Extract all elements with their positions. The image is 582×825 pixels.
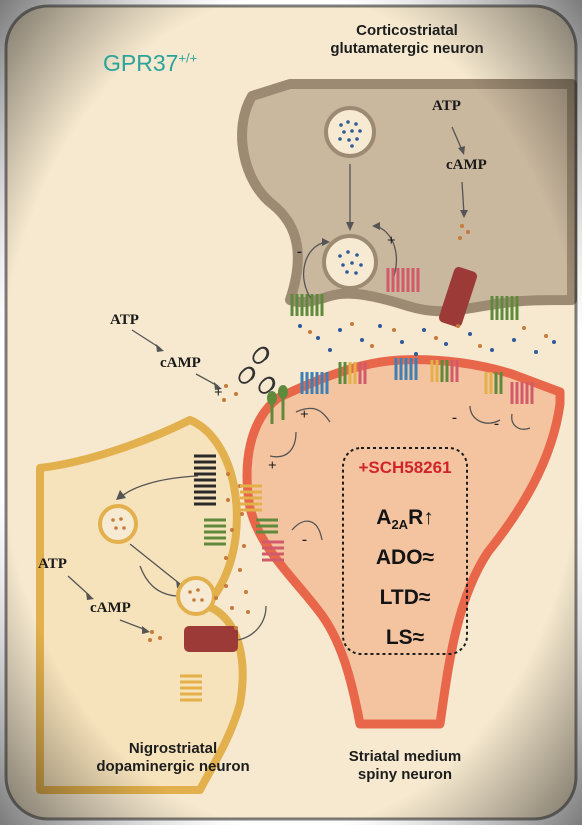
- nigrostriatal-label: Nigrostriatal dopaminergic neuron: [78, 740, 268, 777]
- sign-plus-top: +: [387, 233, 396, 250]
- sign-minus-top: -: [297, 244, 302, 261]
- vesicle-left-1: [100, 506, 136, 542]
- ltd-result: LTD≈: [346, 586, 464, 610]
- top-camp: cAMP: [446, 157, 487, 174]
- bottom-atp: ATP: [38, 556, 67, 573]
- sign-minus-msn: -: [302, 532, 307, 549]
- sign-plus-left: +: [214, 385, 223, 402]
- drug-label: +SCH58261: [346, 458, 464, 478]
- channel-left: [184, 626, 238, 652]
- ado-result: ADO≈: [346, 546, 464, 570]
- corticostriatal-label: Corticostriatal glutamatergic neuron: [312, 22, 502, 59]
- vesicle-top: [326, 108, 374, 156]
- genotype-label: GPR37+/+: [103, 50, 197, 77]
- receptor-green-top-left: [292, 294, 322, 316]
- sign-plus-gpr: +: [300, 407, 309, 424]
- vesicle-left-2: [178, 578, 214, 614]
- ls-result: LS≈: [346, 626, 464, 650]
- left-atp: ATP: [110, 312, 139, 329]
- vesicle-docking: [324, 236, 376, 288]
- receptor-pink-top: [388, 268, 418, 292]
- sign-plus-msn: +: [268, 458, 277, 475]
- sign-minus-right2: -: [494, 416, 499, 433]
- receptor-black-left: [194, 456, 216, 504]
- left-camp: cAMP: [160, 355, 201, 372]
- msn-label: Striatal medium spiny neuron: [320, 748, 490, 785]
- bottom-camp: cAMP: [90, 600, 131, 617]
- sign-minus-right1: -: [452, 410, 457, 427]
- top-atp: ATP: [432, 98, 461, 115]
- a2ar-result: A2AR↑: [346, 506, 464, 532]
